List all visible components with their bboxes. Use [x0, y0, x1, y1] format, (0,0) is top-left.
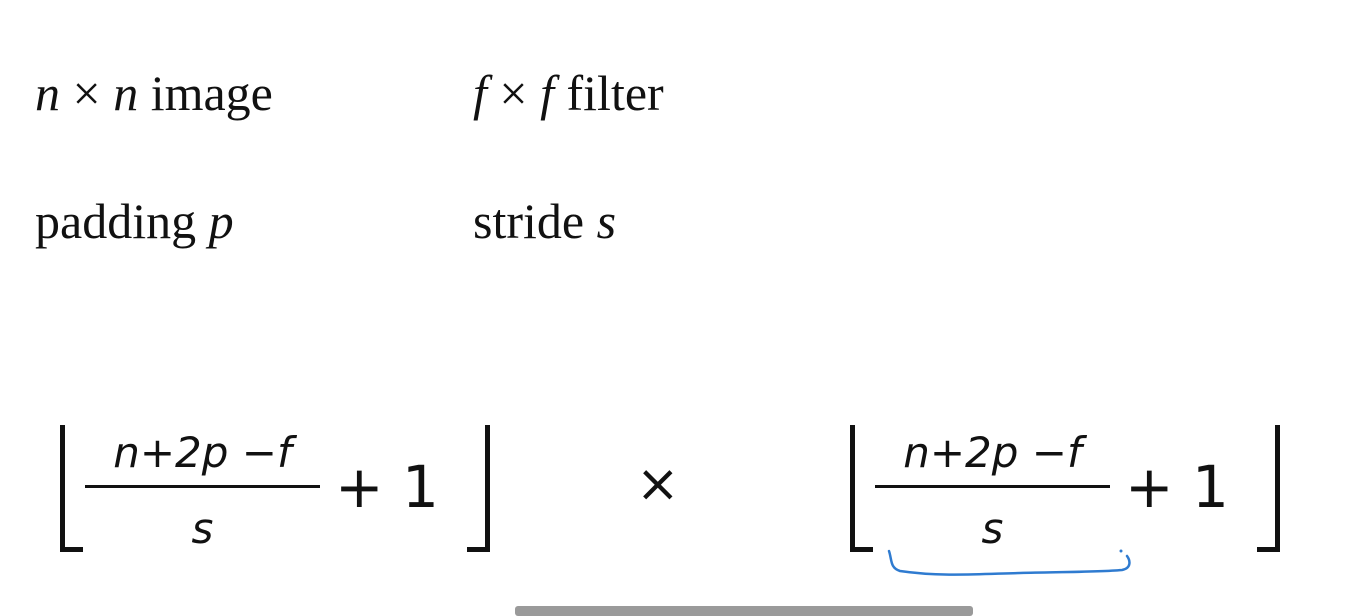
floor-left-bracket: [850, 425, 873, 552]
var-n: n: [113, 65, 139, 121]
padding-label: padding p: [35, 196, 234, 246]
plus-one: + 1: [1125, 453, 1229, 521]
numerator: n+2p −f: [113, 428, 292, 477]
output-width-formula: n+2p −f s + 1: [850, 420, 1280, 555]
stride-text: stride: [473, 193, 597, 249]
fraction-bar: [85, 485, 320, 488]
denominator: s: [191, 504, 214, 553]
floor-right-bracket: [467, 425, 490, 552]
denominator: s: [981, 504, 1004, 553]
var-n: n: [35, 65, 60, 121]
floor-right-bracket: [1257, 425, 1280, 552]
video-progress-scrollbar[interactable]: [515, 606, 973, 616]
output-height-formula: n+2p −f s + 1: [60, 420, 490, 555]
var-f: f: [473, 65, 487, 121]
times-op: ×: [60, 65, 114, 121]
var-s: s: [596, 193, 617, 249]
filter-size-label: f × f filter: [473, 68, 664, 118]
times-symbol: ×: [636, 454, 680, 514]
padding-text: padding: [35, 193, 209, 249]
numerator: n+2p −f: [903, 428, 1082, 477]
filter-text: filter: [554, 65, 664, 121]
stride-label: stride s: [473, 196, 616, 246]
times-op: ×: [486, 65, 541, 121]
plus-one: + 1: [335, 453, 439, 521]
var-p: p: [208, 193, 234, 249]
floor-left-bracket: [60, 425, 83, 552]
var-f: f: [540, 65, 555, 121]
image-size-label: n × n image: [35, 68, 273, 118]
fraction-bar: [875, 485, 1110, 488]
image-text: image: [138, 65, 273, 121]
